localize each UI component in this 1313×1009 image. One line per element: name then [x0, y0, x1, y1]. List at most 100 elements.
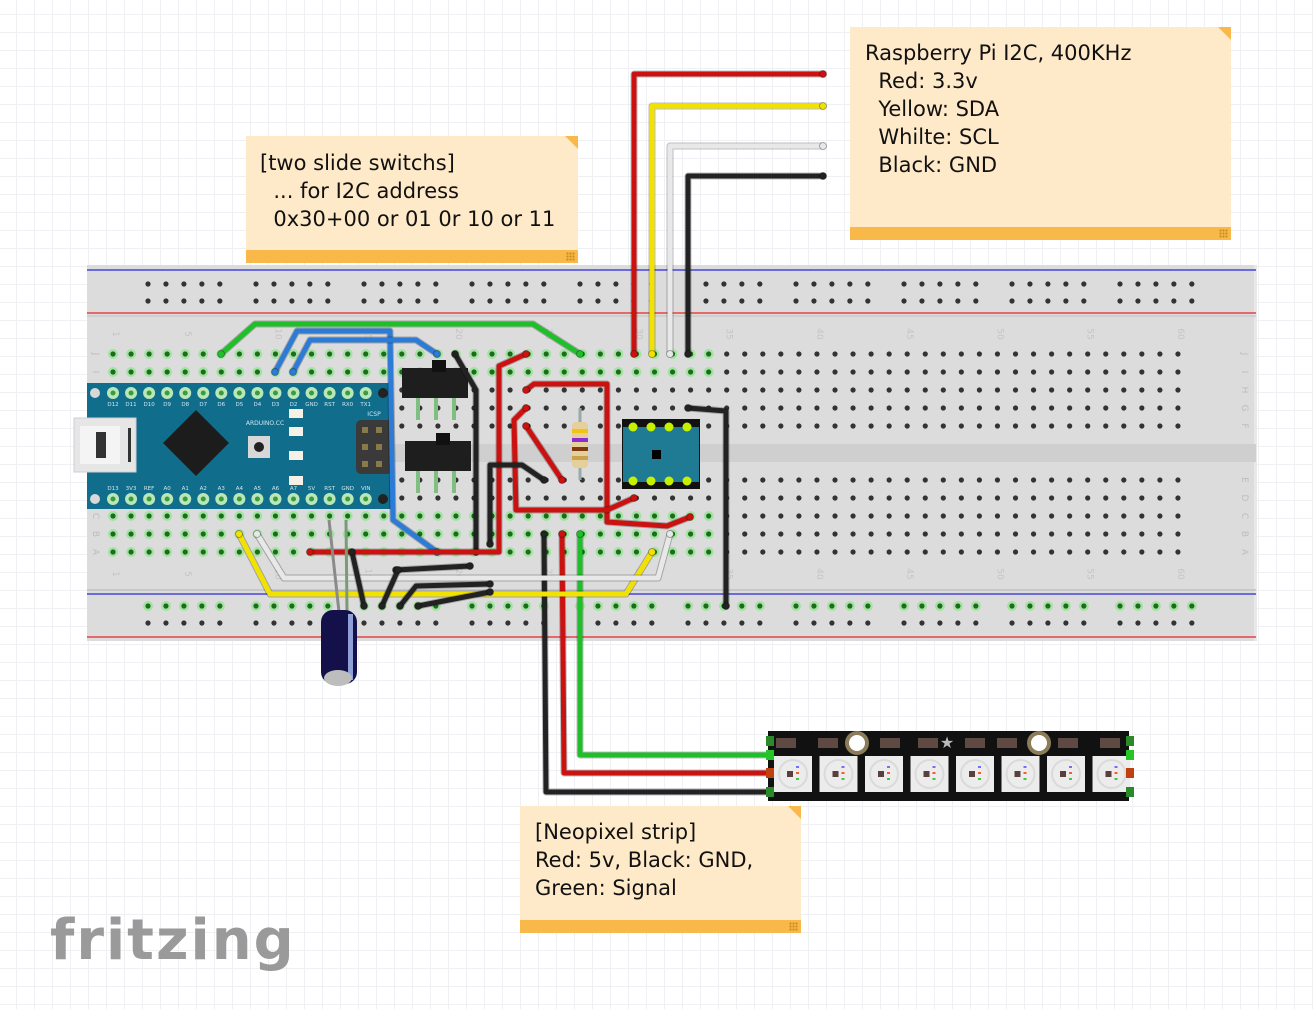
breadboard-hole[interactable]	[597, 495, 603, 501]
breadboard-hole[interactable]	[976, 513, 983, 519]
breadboard-hole[interactable]	[164, 531, 170, 537]
wire-white-bottom-end[interactable]	[253, 530, 261, 538]
breadboard-hole[interactable]	[1175, 387, 1181, 393]
breadboard-hole[interactable]	[1049, 423, 1055, 429]
breadboard-hole[interactable]	[505, 298, 511, 304]
breadboard-hole[interactable]	[1012, 387, 1019, 393]
breadboard-hole[interactable]	[976, 387, 983, 393]
breadboard-hole[interactable]	[289, 298, 295, 304]
wire-black-gnd-rail-end[interactable]	[722, 602, 730, 610]
breadboard-hole[interactable]	[615, 387, 622, 393]
breadboard-hole[interactable]	[868, 513, 874, 519]
breadboard-hole[interactable]	[976, 495, 983, 501]
breadboard-hole[interactable]	[1121, 495, 1127, 501]
breadboard-hole[interactable]	[254, 351, 260, 357]
breadboard-hole[interactable]	[1135, 298, 1141, 304]
breadboard-hole[interactable]	[597, 405, 603, 411]
breadboard-hole[interactable]	[832, 369, 838, 375]
breadboard-hole[interactable]	[272, 513, 279, 519]
breadboard-hole[interactable]	[633, 405, 640, 411]
breadboard-hole[interactable]	[919, 603, 925, 609]
breadboard-hole[interactable]	[397, 620, 403, 626]
breadboard-hole[interactable]	[1063, 603, 1069, 609]
wire-black-mid-end[interactable]	[486, 540, 494, 548]
breadboard-hole[interactable]	[1103, 549, 1109, 555]
breadboard-hole[interactable]	[994, 351, 1001, 357]
breadboard-hole[interactable]	[525, 477, 531, 483]
breadboard-hole[interactable]	[597, 531, 603, 537]
breadboard-hole[interactable]	[1049, 531, 1055, 537]
breadboard-hole[interactable]	[742, 405, 748, 411]
breadboard-hole[interactable]	[181, 281, 187, 287]
breadboard-hole[interactable]	[1081, 298, 1087, 304]
breadboard-hole[interactable]	[850, 513, 856, 519]
breadboard-hole[interactable]	[1009, 603, 1015, 609]
breadboard-hole[interactable]	[1171, 620, 1177, 626]
breadboard-hole[interactable]	[778, 351, 784, 357]
breadboard-hole[interactable]	[1049, 351, 1055, 357]
breadboard-hole[interactable]	[742, 531, 748, 537]
breadboard-hole[interactable]	[379, 281, 385, 287]
breadboard-hole[interactable]	[1139, 405, 1145, 411]
breadboard-hole[interactable]	[541, 298, 547, 304]
breadboard-hole[interactable]	[1117, 281, 1123, 287]
breadboard-hole[interactable]	[651, 495, 658, 501]
breadboard-hole[interactable]	[1103, 495, 1109, 501]
breadboard-hole[interactable]	[1175, 549, 1181, 555]
breadboard-hole[interactable]	[163, 620, 169, 626]
wire-rpi-gnd[interactable]	[685, 173, 826, 357]
breadboard-hole[interactable]	[850, 549, 856, 555]
breadboard-hole[interactable]	[1067, 549, 1073, 555]
breadboard-hole[interactable]	[832, 549, 838, 555]
breadboard-hole[interactable]	[469, 298, 475, 304]
wire-black-sw[interactable]	[452, 351, 479, 555]
breadboard-hole[interactable]	[1103, 405, 1109, 411]
breadboard-hole[interactable]	[904, 423, 910, 429]
breadboard-hole[interactable]	[200, 369, 206, 375]
breadboard-hole[interactable]	[236, 549, 242, 555]
breadboard-hole[interactable]	[1030, 495, 1037, 501]
breadboard-hole[interactable]	[1121, 531, 1127, 537]
breadboard-hole[interactable]	[847, 603, 853, 609]
breadboard-hole[interactable]	[940, 477, 946, 483]
breadboard-hole[interactable]	[1175, 423, 1181, 429]
breadboard-hole[interactable]	[435, 423, 441, 429]
breadboard-hole[interactable]	[955, 281, 961, 287]
breadboard-hole[interactable]	[631, 620, 637, 626]
breadboard-hole[interactable]	[940, 387, 946, 393]
note-slide-switches[interactable]: [two slide switchs] ... for I2C address …	[246, 136, 578, 263]
breadboard-hole[interactable]	[739, 603, 745, 609]
breadboard-hole[interactable]	[633, 369, 640, 375]
breadboard-hole[interactable]	[847, 298, 853, 304]
breadboard-hole[interactable]	[361, 620, 367, 626]
breadboard-hole[interactable]	[760, 477, 766, 483]
breadboard-hole[interactable]	[940, 531, 946, 537]
breadboard-hole[interactable]	[615, 477, 622, 483]
wire-red-long-end[interactable]	[522, 350, 530, 358]
breadboard-hole[interactable]	[1012, 495, 1019, 501]
breadboard-hole[interactable]	[523, 281, 529, 287]
breadboard-hole[interactable]	[796, 369, 802, 375]
breadboard-hole[interactable]	[796, 531, 802, 537]
breadboard-hole[interactable]	[145, 281, 151, 287]
breadboard-hole[interactable]	[469, 281, 475, 287]
breadboard-hole[interactable]	[1012, 513, 1019, 519]
breadboard-hole[interactable]	[217, 603, 223, 609]
breadboard-hole[interactable]	[236, 351, 242, 357]
breadboard-hole[interactable]	[308, 513, 315, 519]
breadboard-hole[interactable]	[164, 549, 170, 555]
breadboard-hole[interactable]	[543, 513, 549, 519]
breadboard-hole[interactable]	[1027, 298, 1033, 304]
breadboard-hole[interactable]	[1067, 351, 1073, 357]
resistor[interactable]	[572, 408, 588, 480]
breadboard-hole[interactable]	[829, 281, 835, 287]
breadboard-hole[interactable]	[1121, 387, 1127, 393]
breadboard-hole[interactable]	[417, 423, 423, 429]
wire-green-top-end[interactable]	[576, 350, 584, 358]
slide-switch-1[interactable]	[402, 360, 468, 420]
breadboard-hole[interactable]	[940, 405, 946, 411]
breadboard-hole[interactable]	[904, 513, 910, 519]
breadboard-hole[interactable]	[453, 423, 459, 429]
breadboard-hole[interactable]	[1157, 477, 1163, 483]
breadboard-hole[interactable]	[561, 387, 567, 393]
